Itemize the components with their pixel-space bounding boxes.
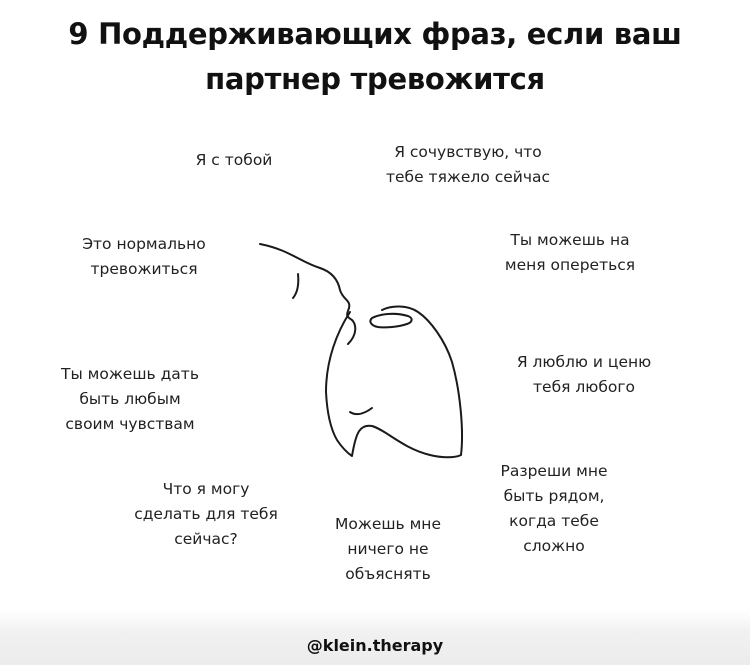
phrase-normal-anxiety-line: Это нормально [82,235,206,253]
title-line-2: партнер тревожится [205,62,545,96]
phrase-lean-on-me-line: Ты можешь на [510,231,630,249]
phrase-normal-anxiety-line: тревожиться [90,260,198,278]
phrase-what-can-i-do-line: Что я могу [162,480,250,498]
right-figure-silhouette [325,305,463,459]
phrase-lean-on-me-line: меня опереться [504,256,636,274]
phrase-with-you: Я с тобой [164,148,304,173]
phrase-normal-anxiety: Это нормально тревожиться [54,232,234,282]
phrase-be-near-line: Разреши мне [500,462,608,480]
left-face-ear [292,273,300,299]
phrase-feelings: Ты можешь дать быть любым своим чувствам [40,362,220,437]
title-line-1: 9 Поддерживающих фраз, если ваш [68,17,682,51]
phrase-what-can-i-do: Что я могу сделать для тебя сейчас? [116,477,296,552]
phrase-sympathize-line: Я сочувствую, что [394,143,542,161]
phrase-feelings-line: своим чувствам [65,415,195,433]
phrase-no-explain: Можешь мне ничего не объяснять [308,512,468,587]
phrase-love-any: Я люблю и ценю тебя любого [494,350,674,400]
phrase-be-near: Разреши мне быть рядом, когда тебе сложн… [474,459,634,559]
phrase-with-you-line: Я с тобой [195,151,273,169]
page-title: 9 Поддерживающих фраз, если ваш партнер … [0,12,750,102]
phrase-no-explain-line: объяснять [345,565,431,583]
left-face-profile [259,243,357,345]
phrase-what-can-i-do-line: сделать для тебя [134,505,278,523]
phrase-be-near-line: когда тебе [509,512,599,530]
phrase-love-any-line: Я люблю и ценю [516,353,652,371]
footer-band [0,610,750,665]
phrase-sympathize: Я сочувствую, что тебе тяжело сейчас [358,140,578,190]
phrase-feelings-line: быть любым [79,390,181,408]
author-handle: @klein.therapy [306,636,444,655]
phrase-be-near-line: сложно [523,537,585,555]
right-figure-jaw [349,407,373,416]
phrase-sympathize-line: тебе тяжело сейчас [385,168,551,186]
phrase-be-near-line: быть рядом, [503,487,605,505]
phrase-feelings-line: Ты можешь дать [61,365,199,383]
phrase-lean-on-me: Ты можешь на меня опереться [480,228,660,278]
phrase-no-explain-line: ничего не [347,540,429,558]
phrase-no-explain-line: Можешь мне [335,515,441,533]
left-hand [369,312,413,329]
phrase-what-can-i-do-line: сейчас? [174,530,238,548]
phrase-love-any-line: тебя любого [533,378,635,396]
